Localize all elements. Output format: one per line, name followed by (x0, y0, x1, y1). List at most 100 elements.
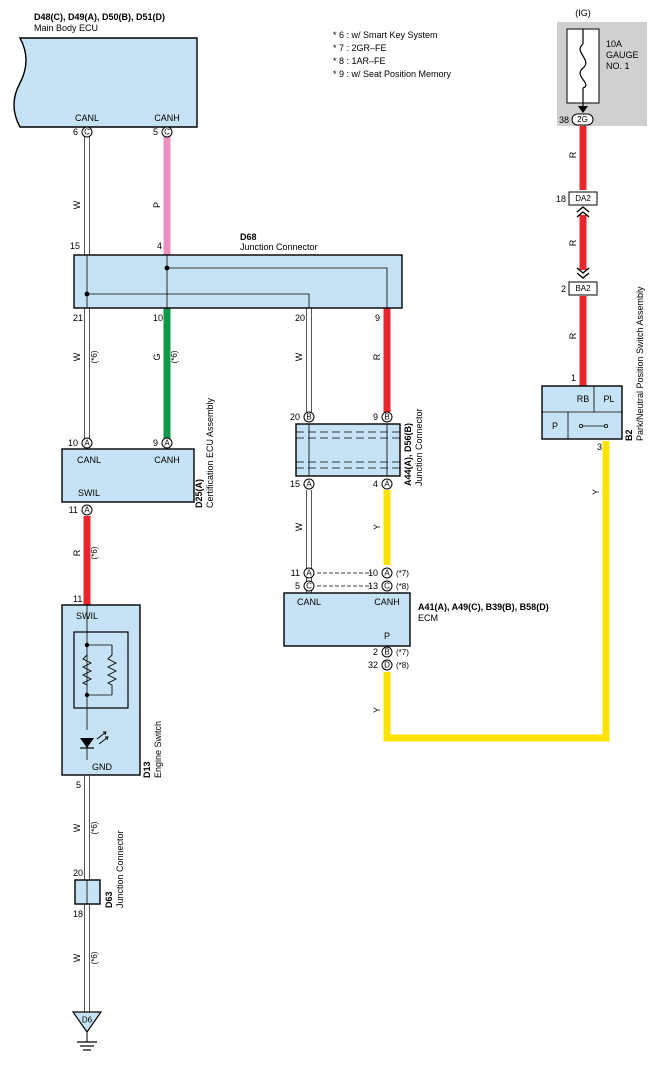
variant-note: (*7) (396, 569, 409, 578)
junction-a44-d56: 20 B 9 B 15 A 4 A A44(A), D56(B) Junctio… (290, 408, 424, 490)
note-9: * 9 : w/ Seat Position Memory (333, 69, 452, 79)
pin-label: 20 (290, 412, 300, 422)
wire-code: W (72, 200, 82, 209)
main-body-ecu-codes: D48(C), D49(A), D50(B), D51(D) (34, 12, 165, 22)
wire-code: W (72, 953, 82, 962)
wire-code: R (568, 151, 578, 158)
park-neutral-switch-b2: 1 RB PL P 3 B2 Park/Neutral Position Swi… (541, 286, 645, 452)
b2-name: Park/Neutral Position Switch Assembly (635, 286, 645, 441)
terminal-label: A (384, 569, 390, 578)
wire-note: (*6) (170, 350, 179, 363)
fuse-ig: (IG) (575, 8, 591, 18)
pin-label: 11 (69, 505, 78, 515)
terminal-label: A (164, 439, 170, 448)
pin-label: 38 (559, 115, 569, 125)
pin-label: 5 (295, 581, 300, 591)
pin-label: 4 (157, 241, 162, 251)
d63-code: D63 (104, 891, 114, 908)
pin-label: 13 (368, 581, 378, 591)
d25-canh: CANH (154, 455, 180, 465)
pin-label: 20 (295, 313, 305, 323)
wire-code: W (294, 522, 304, 531)
terminal-label: C (306, 582, 312, 591)
pin-label: 10 (153, 313, 163, 323)
pin-label: 9 (375, 313, 380, 323)
pin-label: 11 (291, 568, 300, 578)
terminal-label: A (384, 480, 390, 489)
wire-code: R (568, 332, 578, 339)
b2-code: B2 (624, 429, 634, 441)
wire-note: (*6) (90, 951, 99, 964)
pin-label: 32 (368, 660, 378, 670)
connector-ba2: 2 BA2 (561, 267, 598, 296)
main-body-ecu-canh: CANH (154, 113, 180, 123)
fuse-number: NO. 1 (606, 61, 630, 71)
b2-pl: PL (603, 394, 614, 404)
junction-d63: 20 18 D63 Junction Connector (73, 830, 125, 919)
pin-label: 9 (153, 438, 158, 448)
pin-label: 5 (76, 780, 81, 790)
wire-note: (*6) (90, 350, 99, 363)
ecm-name: ECM (418, 613, 438, 623)
a44-name: Junction Connector (414, 408, 424, 486)
connector-label: BA2 (575, 284, 591, 293)
wire-code: P (152, 202, 162, 208)
d13-name: Engine Switch (153, 721, 163, 778)
d25-name: Certification ECU Assembly (205, 397, 215, 508)
pin-label: 3 (597, 442, 602, 452)
d25-swil: SWIL (78, 488, 100, 498)
variant-note: (*7) (396, 648, 409, 657)
d25-code: D25(A) (194, 479, 204, 508)
wire-code: R (72, 549, 82, 556)
main-body-ecu: D48(C), D49(A), D50(B), D51(D) Main Body… (13, 12, 198, 138)
variant-note: (*8) (396, 582, 409, 591)
pin-label: 15 (70, 241, 80, 251)
terminal-label: A (306, 480, 312, 489)
note-8: * 8 : 1AR–FE (333, 56, 386, 66)
wire-y-p-signal (383, 441, 610, 742)
terminal-label: B (384, 648, 389, 657)
terminal-label: D (384, 661, 390, 670)
terminal-label: B (306, 413, 311, 422)
resistor-icon (106, 645, 118, 695)
wire-code: Y (591, 489, 601, 495)
ecm-canl: CANL (297, 597, 321, 607)
pin-label: 4 (373, 479, 378, 489)
b2-rb: RB (577, 394, 590, 404)
pin-label: 6 (73, 127, 78, 137)
terminal-label: C (84, 128, 90, 137)
wire-note: (*6) (90, 821, 99, 834)
wire-code: Y (372, 524, 382, 530)
junction-d68: D68 Junction Connector 15 4 21 10 20 9 (70, 232, 403, 323)
wire-code: W (72, 352, 82, 361)
terminal-label: C (384, 582, 390, 591)
d63-name: Junction Connector (115, 830, 125, 908)
wire-code: Y (372, 707, 382, 713)
pin-label: 18 (556, 194, 566, 204)
fuse-icon (579, 29, 587, 103)
resistor-icon (81, 654, 93, 686)
pin-label: 20 (73, 868, 83, 878)
ground-icon (71, 1011, 103, 1034)
ground-label: D6 (82, 1016, 93, 1025)
pin-label: 9 (373, 412, 378, 422)
d13-gnd: GND (92, 762, 113, 772)
pin-label: 10 (68, 438, 78, 448)
main-body-ecu-canl: CANL (75, 113, 99, 123)
ecm-p: P (384, 631, 390, 641)
d13-code: D13 (142, 761, 152, 778)
pin-label: 2 (561, 284, 566, 294)
ecm-code: A41(A), A49(C), B39(B), B58(D) (418, 602, 549, 612)
wire-code: W (294, 352, 304, 361)
fuse-name: GAUGE (606, 50, 639, 60)
footnotes: * 6 : w/ Smart Key System * 7 : 2GR–FE *… (333, 30, 452, 79)
fuse-rating: 10A (606, 39, 622, 49)
pin-label: 1 (571, 373, 576, 383)
wire-note: (*6) (90, 546, 99, 559)
terminal-label: B (384, 413, 389, 422)
pin-label: 11 (73, 594, 82, 604)
engine-switch-d13: 11 SWIL GND 5 D13 Engine Switch (61, 594, 163, 790)
pin-label: 2 (373, 647, 378, 657)
pin-label: 21 (73, 313, 83, 323)
terminal-label: A (84, 506, 90, 515)
